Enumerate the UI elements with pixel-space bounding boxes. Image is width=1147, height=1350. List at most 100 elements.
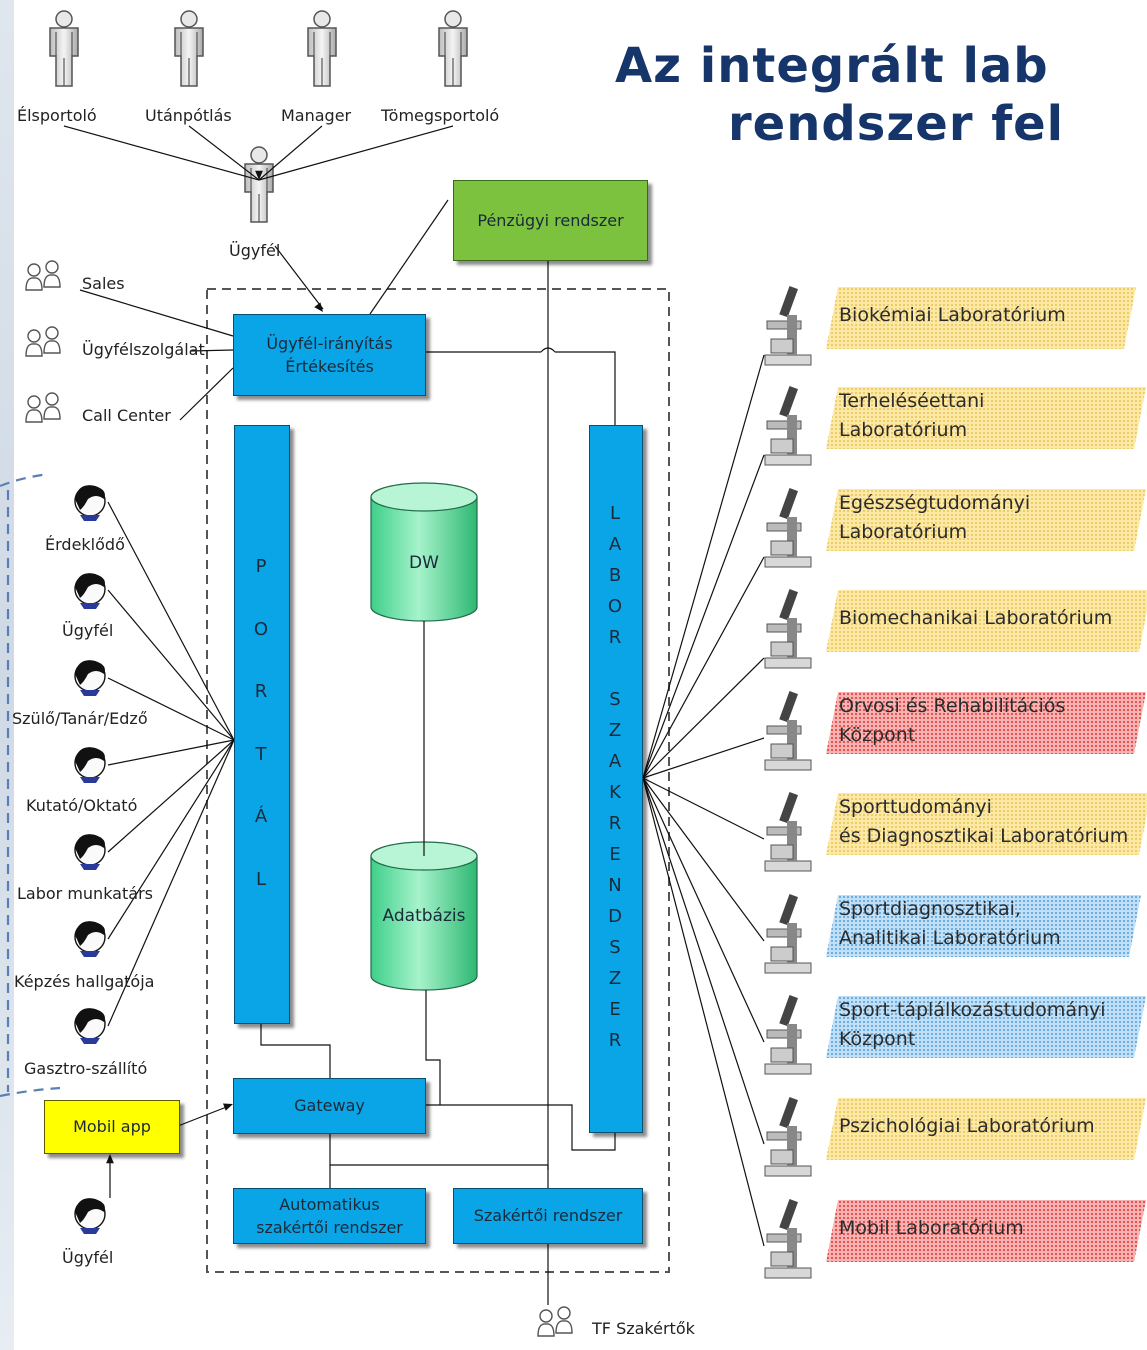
dw-database <box>370 482 478 622</box>
lab-label: Orvosi és Rehabilitációs Központ <box>839 695 1066 747</box>
person-icon <box>74 573 106 609</box>
labor-letter: R <box>608 627 622 648</box>
microscope-icon <box>764 488 812 568</box>
labor-letter: B <box>608 565 622 586</box>
group-label-sales: Sales <box>82 274 125 293</box>
person-label-mobil-ugyfel: Ügyfél <box>62 1248 114 1267</box>
actor-icon-manager <box>307 10 337 87</box>
actor-link <box>258 125 323 181</box>
labor-letter: Z <box>608 968 622 989</box>
lab-label: Biomechanikai Laboratórium <box>839 607 1113 629</box>
microscope-icon <box>764 286 812 366</box>
actor-label-ugyfel: Ügyfél <box>229 241 281 260</box>
group-label-tf-szakertok: TF Szakértők <box>592 1319 695 1338</box>
portal-letter: Á <box>254 806 268 827</box>
portal-letter: T <box>255 743 267 765</box>
service-link <box>189 349 234 352</box>
labor-letter: D <box>608 906 622 927</box>
users-bracket-top <box>0 472 49 488</box>
user-to-portal-link <box>107 739 235 940</box>
lab-background <box>826 590 1147 652</box>
automatic-expert-system-box: Automatikus szakértői rendszer <box>233 1188 426 1244</box>
group-icon-ugyfelszolgalat <box>25 326 61 357</box>
expert-system-box: Szakértői rendszer <box>453 1188 643 1244</box>
actor-label-utanpotlas: Utánpótlás <box>145 106 232 125</box>
labor-to-lab-link <box>642 777 765 942</box>
user-to-portal-link <box>107 739 235 1027</box>
actor-icon-elsportolo <box>49 10 79 87</box>
person-label-szulo-tanar-edzo: Szülő/Tanár/Edző <box>12 709 148 728</box>
portal-to-gateway-link <box>260 1022 331 1078</box>
actor-icon-ugyfel <box>244 146 274 223</box>
person-icon <box>74 485 106 521</box>
labor-letter: S <box>609 689 621 710</box>
microscope-icon <box>764 894 812 974</box>
group-icon-sales <box>25 260 61 291</box>
lab-background <box>826 895 1141 957</box>
actor-icon-tomegsportolo <box>438 10 468 87</box>
lab-label: Biokémiai Laboratórium <box>839 304 1066 326</box>
labor-letter: E <box>609 999 621 1020</box>
labor-to-lab-link <box>642 737 765 779</box>
group-icon-tf-szakertok <box>537 1306 573 1337</box>
user-to-portal-link <box>107 501 235 741</box>
finance-to-crm-link <box>369 199 449 315</box>
slide-edge-stripe <box>0 0 14 1350</box>
person-label-kutato-oktato: Kutató/Oktató <box>26 796 138 815</box>
actor-link <box>63 125 260 181</box>
microscope-icon <box>764 386 812 466</box>
gateway-to-experts-link <box>329 1132 548 1166</box>
person-label-kepzes-hallgatoja: Képzés hallgatója <box>14 972 155 991</box>
database-label: Adatbázis <box>383 906 466 926</box>
person-icon <box>74 921 106 957</box>
labor-to-lab-link <box>642 777 765 1145</box>
lab-background <box>826 793 1147 855</box>
labor-to-lab-link <box>642 657 765 779</box>
person-label-labor-munkatars: Labor munkatárs <box>17 884 153 903</box>
actor-label-manager: Manager <box>281 106 352 125</box>
lab-background <box>826 692 1146 754</box>
labor-letter: E <box>609 844 621 865</box>
labor-letter: A <box>608 534 622 555</box>
labor-letter: O <box>607 596 623 617</box>
crm-sales-box: Ügyfél-irányítás Értékesítés <box>233 314 426 396</box>
slide-title-line-1: Az integrált lab <box>615 38 1049 94</box>
lab-background <box>826 996 1146 1058</box>
actor-label-tomegsportolo: Tömegsportoló <box>381 106 500 125</box>
microscope-icon <box>764 792 812 872</box>
callcenter-link <box>179 367 234 421</box>
labor-to-lab-link <box>642 777 765 1247</box>
lab-label: Terheléséettani Laboratórium <box>839 390 985 442</box>
labor-to-lab-link <box>642 454 765 779</box>
financial-system-box: Pénzügyi rendszer <box>453 180 648 261</box>
portal-bar <box>234 425 290 1024</box>
crm-to-labor-link <box>555 351 616 425</box>
lab-background <box>826 1098 1146 1160</box>
app-to-gateway-link <box>177 1105 230 1127</box>
labor-letter: A <box>608 751 622 772</box>
microscope-icon <box>764 589 812 669</box>
labor-letter: R <box>608 813 622 834</box>
mobile-app-box: Mobil app <box>44 1100 180 1154</box>
lab-label: Sporttudományi és Diagnosztikai Laborató… <box>839 796 1129 848</box>
lab-background <box>826 489 1146 551</box>
portal-letter: L <box>255 868 267 890</box>
portal-letter: O <box>253 618 269 640</box>
lab-background <box>826 287 1136 349</box>
labor-to-lab-link <box>642 777 765 840</box>
labor-letter: N <box>608 875 622 896</box>
actor-arrow-head <box>255 170 263 180</box>
slide-title-line-2: rendszer fel <box>728 96 1065 152</box>
microscope-icon <box>764 995 812 1075</box>
labor-system-bar <box>589 425 643 1133</box>
sales-link <box>79 289 234 337</box>
gateway-arrow-head <box>223 1103 233 1111</box>
lab-background <box>826 387 1146 449</box>
client-to-crm-link <box>274 245 324 310</box>
user-to-portal-link <box>107 739 235 766</box>
users-bracket-bottom <box>0 1086 61 1098</box>
labor-letter: L <box>609 503 621 524</box>
labor-to-lab-link <box>642 354 765 779</box>
person-label-ugyfel: Ügyfél <box>62 621 114 640</box>
microscope-icon <box>764 691 812 771</box>
